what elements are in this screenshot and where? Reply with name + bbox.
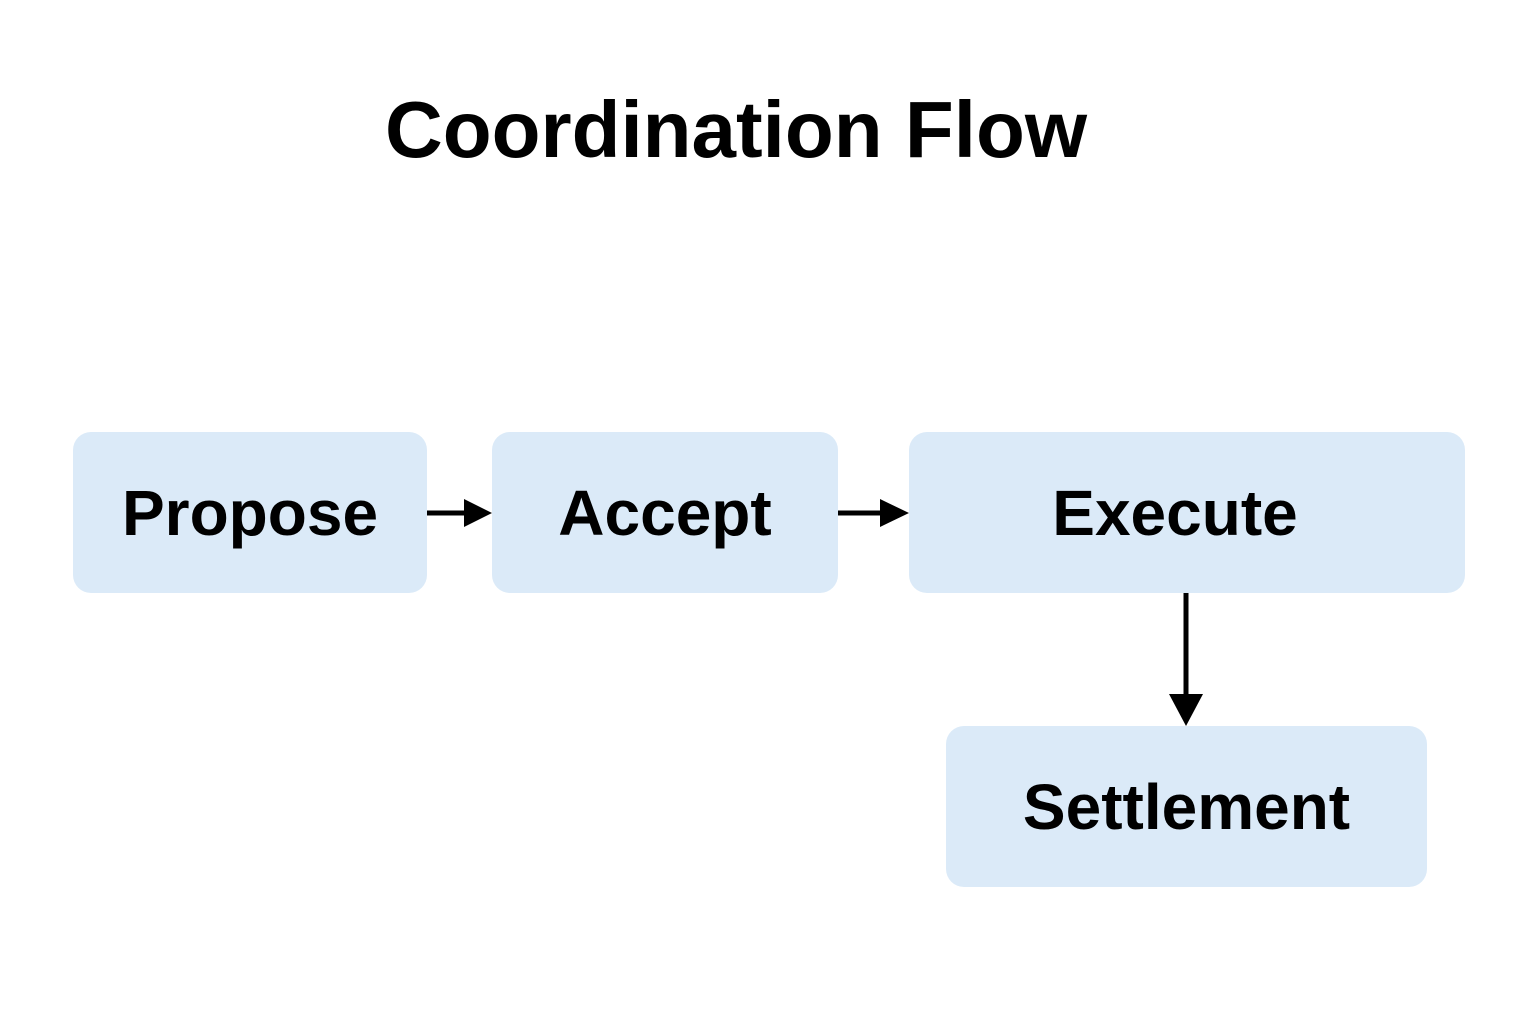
node-execute: Execute bbox=[909, 432, 1465, 593]
node-settlement: Settlement bbox=[946, 726, 1427, 887]
diagram-title: Coordination Flow bbox=[384, 85, 1088, 174]
node-propose-label: Propose bbox=[121, 476, 379, 549]
node-accept: Accept bbox=[492, 432, 838, 593]
node-accept-label: Accept bbox=[558, 476, 772, 549]
node-settlement-label: Settlement bbox=[1022, 770, 1351, 843]
node-execute-label: Execute bbox=[1052, 476, 1298, 549]
arrow-propose-to-accept bbox=[427, 499, 492, 527]
arrow-accept-to-execute bbox=[838, 499, 909, 527]
node-propose: Propose bbox=[73, 432, 427, 593]
arrow-execute-to-settlement bbox=[1169, 593, 1203, 726]
